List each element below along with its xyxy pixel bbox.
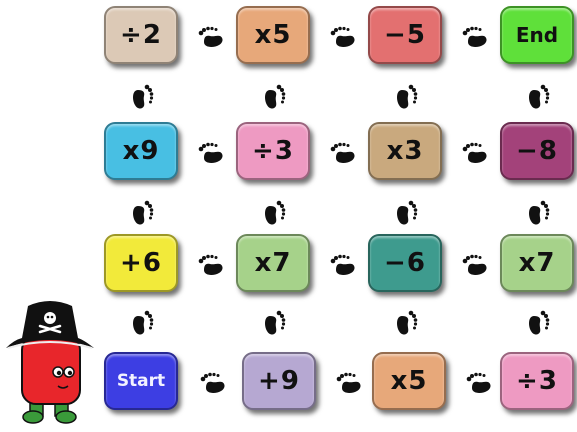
footprint-icon [126, 78, 160, 112]
tile-plus-9[interactable]: +9 [242, 352, 316, 410]
footprint-icon [390, 304, 424, 338]
tile-times-3[interactable]: x3 [368, 122, 442, 180]
footprint-icon [522, 78, 556, 112]
footprint-icon [324, 20, 358, 54]
tile-minus-8[interactable]: −8 [500, 122, 574, 180]
tile-start[interactable]: Start [104, 352, 178, 410]
tile-times-7[interactable]: x7 [500, 234, 574, 292]
tile-divide-3[interactable]: ÷3 [236, 122, 310, 180]
tile-plus-6[interactable]: +6 [104, 234, 178, 292]
pirate-character-icon [0, 296, 100, 432]
footprint-icon [522, 304, 556, 338]
footprint-icon [456, 136, 490, 170]
footprint-icon [194, 366, 228, 400]
tile-end[interactable]: End [500, 6, 574, 64]
tile-minus-5[interactable]: −5 [368, 6, 442, 64]
footprint-icon [324, 136, 358, 170]
footprint-icon [456, 20, 490, 54]
footprint-icon [126, 194, 160, 228]
tile-minus-6[interactable]: −6 [368, 234, 442, 292]
footprint-icon [390, 194, 424, 228]
footprint-icon [192, 20, 226, 54]
footprint-icon [390, 78, 424, 112]
footprint-icon [258, 194, 292, 228]
footprint-icon [192, 136, 226, 170]
footprint-icon [258, 78, 292, 112]
footprint-icon [126, 304, 160, 338]
footprint-icon [324, 248, 358, 282]
footprint-icon [192, 248, 226, 282]
footprint-icon [456, 248, 490, 282]
footprint-icon [522, 194, 556, 228]
tile-times-5[interactable]: x5 [236, 6, 310, 64]
footprint-icon [460, 366, 494, 400]
tile-divide-2[interactable]: ÷2 [104, 6, 178, 64]
tile-times-5[interactable]: x5 [372, 352, 446, 410]
tile-times-7[interactable]: x7 [236, 234, 310, 292]
tile-divide-3[interactable]: ÷3 [500, 352, 574, 410]
footprint-icon [330, 366, 364, 400]
tile-times-9[interactable]: x9 [104, 122, 178, 180]
footprint-icon [258, 304, 292, 338]
